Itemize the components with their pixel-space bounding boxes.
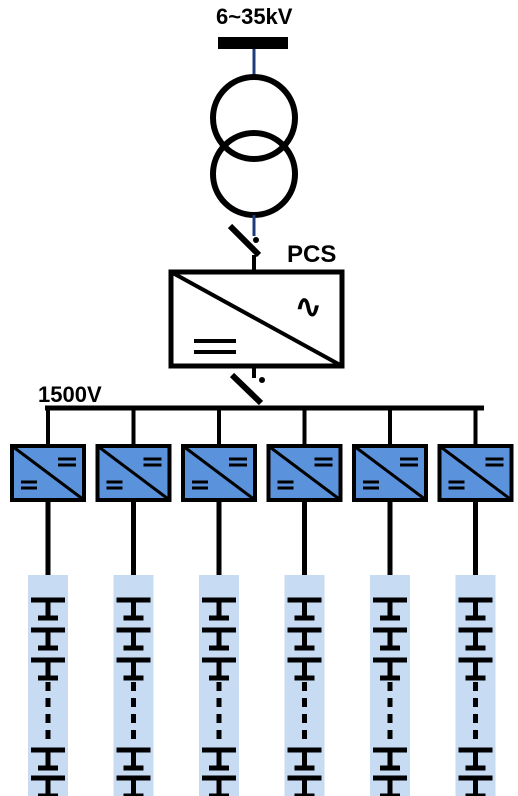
pcs-ac-symbol: ∿ bbox=[294, 287, 323, 327]
dc-feeders bbox=[10, 408, 514, 796]
grid-busbar bbox=[218, 37, 288, 49]
pcs-diagonal bbox=[170, 270, 343, 368]
ac-breaker-contact bbox=[253, 237, 259, 243]
dc-breaker-contact bbox=[259, 377, 265, 383]
dcdc-converter-diagonal bbox=[11, 444, 85, 502]
transformer-primary-winding bbox=[210, 74, 298, 162]
dc-breaker-switch bbox=[229, 372, 264, 406]
dcdc-converter-diagonal bbox=[267, 444, 342, 502]
pcs-label: PCS bbox=[287, 241, 336, 268]
transformer-secondary-winding bbox=[210, 130, 298, 218]
dcdc-converter-diagonal bbox=[353, 444, 427, 502]
grid-voltage-label: 6~35kV bbox=[216, 4, 293, 29]
ac-breaker-switch bbox=[227, 223, 262, 258]
dc-bus-voltage-label: 1500V bbox=[38, 382, 102, 407]
dcdc-converter-diagonal bbox=[438, 444, 513, 502]
dcdc-converter-diagonal bbox=[182, 444, 256, 502]
dcdc-converter-diagonal bbox=[96, 444, 171, 502]
